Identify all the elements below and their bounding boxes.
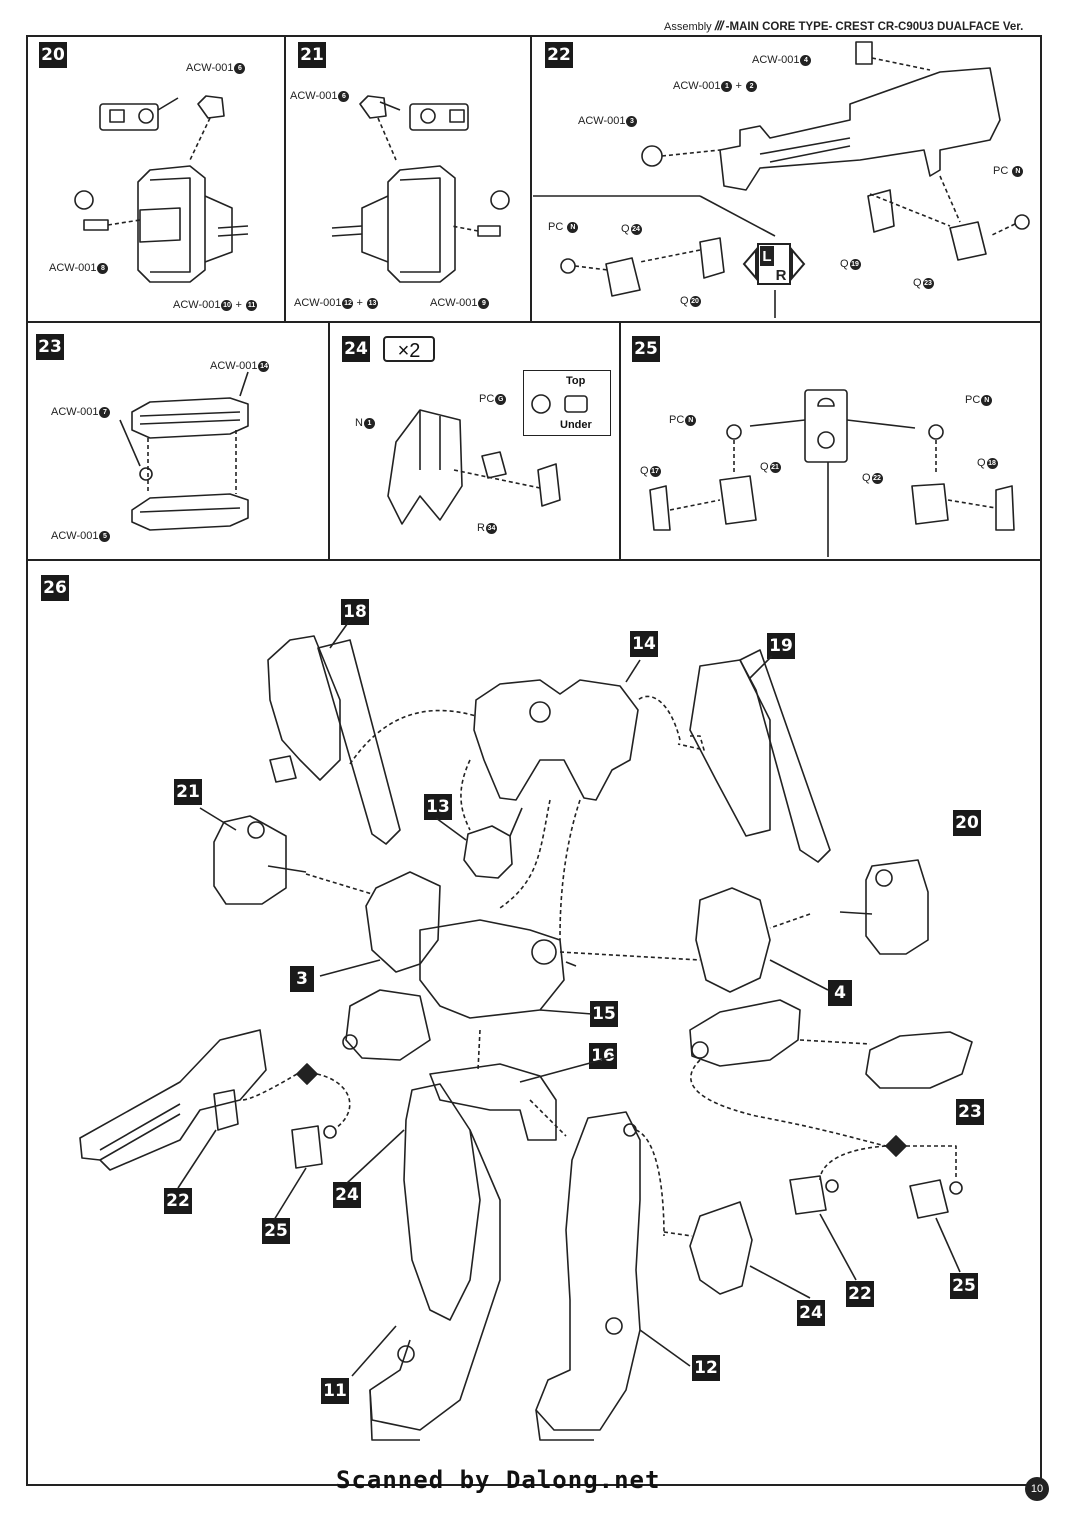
callout-15: 15 xyxy=(590,1001,618,1027)
callout-24-right: 24 xyxy=(797,1300,825,1326)
step25-hand-parts xyxy=(649,389,1015,557)
step-21-number: 21 xyxy=(298,42,326,68)
divider-row2 xyxy=(26,559,1042,561)
callout-24-left: 24 xyxy=(333,1182,361,1208)
callout-25-left: 25 xyxy=(262,1218,290,1244)
callout-25-right: 25 xyxy=(950,1273,978,1299)
top-under-orientation-box: Top Under xyxy=(523,370,611,436)
step22-rifle-part xyxy=(533,41,1030,318)
under-label: Under xyxy=(560,419,592,431)
right-letter: R xyxy=(776,267,787,284)
step26-full-assembly xyxy=(79,619,973,1441)
divider-23-24 xyxy=(328,321,330,559)
page-number: 10 xyxy=(1025,1477,1049,1501)
step-26-number: 26 xyxy=(41,575,69,601)
callout-4: 4 xyxy=(828,980,852,1006)
step22-pcN-right-label: PC N xyxy=(993,165,1024,177)
step22-pcN-left-label: PC N xyxy=(548,221,579,233)
header-bars: /// xyxy=(714,18,724,33)
divider-21-22 xyxy=(530,35,532,321)
step21-armor-part xyxy=(331,95,510,283)
callout-11: 11 xyxy=(321,1378,349,1404)
step-23-number: 23 xyxy=(36,334,64,360)
scan-credit: Scanned by Dalong.net xyxy=(336,1466,661,1494)
callout-13: 13 xyxy=(424,794,452,820)
step23-plate-parts xyxy=(119,371,249,531)
times-two-badge: ×2 xyxy=(383,336,435,362)
callout-18: 18 xyxy=(341,599,369,625)
header-main: -MAIN CORE TYPE- xyxy=(725,21,833,33)
divider-row1 xyxy=(26,321,1042,323)
callout-23: 23 xyxy=(956,1099,984,1125)
callout-14: 14 xyxy=(630,631,658,657)
left-letter: L xyxy=(762,248,771,265)
callout-12: 12 xyxy=(692,1355,720,1381)
step-24-number: 24 xyxy=(342,336,370,362)
divider-24-25 xyxy=(619,321,621,559)
instruction-frame xyxy=(26,35,1042,1486)
left-right-symbol: L R xyxy=(742,243,806,285)
callout-21: 21 xyxy=(174,779,202,805)
step20-armor-part xyxy=(74,95,249,283)
step-20-number: 20 xyxy=(39,42,67,68)
step-25-number: 25 xyxy=(632,336,660,362)
callout-20: 20 xyxy=(953,810,981,836)
step24-shoulder-part xyxy=(387,394,588,525)
callout-19: 19 xyxy=(767,633,795,659)
step-22-number: 22 xyxy=(545,42,573,68)
header-assembly: Assembly xyxy=(664,21,712,33)
header-title: CREST CR-C90U3 DUALFACE Ver. xyxy=(835,21,1024,33)
callout-22-right: 22 xyxy=(846,1281,874,1307)
callout-3: 3 xyxy=(290,966,314,992)
top-label: Top xyxy=(566,375,586,387)
page-header: Assembly /// -MAIN CORE TYPE- CREST CR-C… xyxy=(664,18,1023,33)
callout-22-left: 22 xyxy=(164,1188,192,1214)
divider-20-21 xyxy=(284,35,286,321)
